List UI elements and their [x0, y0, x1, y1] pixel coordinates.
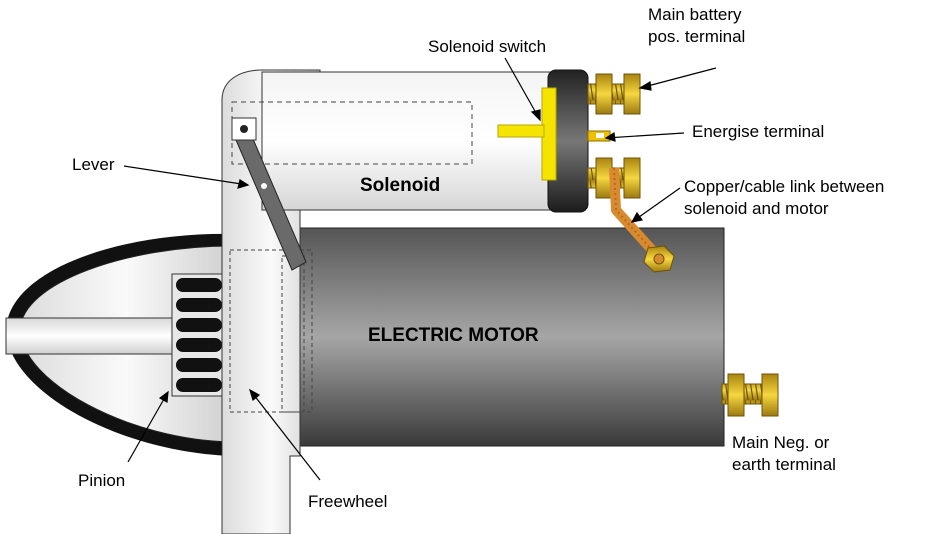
pinion-gear	[171, 273, 223, 397]
leader-lines	[123, 57, 717, 481]
label-solenoid: Solenoid	[360, 175, 440, 196]
freewheel-outline	[229, 249, 313, 413]
solenoid-body	[261, 71, 563, 211]
label-copper-link-line2: solenoid and motor	[684, 199, 829, 218]
label-lever: Lever	[72, 155, 115, 174]
label-freewheel: Freewheel	[308, 492, 387, 511]
motor-terminal-nut	[643, 245, 675, 273]
copper-cable-link	[609, 167, 656, 254]
label-energise-terminal: Energise terminal	[692, 122, 824, 141]
label-solenoid-switch: Solenoid switch	[428, 37, 546, 56]
label-copper-link-line1: Copper/cable link between	[684, 177, 884, 196]
solenoid-plunger-outline	[231, 101, 473, 165]
label-main-neg-line1: Main Neg. or	[732, 433, 830, 452]
label-electric-motor: ELECTRIC MOTOR	[368, 325, 539, 346]
lever	[231, 117, 307, 271]
energise-terminal	[587, 130, 611, 142]
label-pinion: Pinion	[78, 471, 125, 490]
label-main-battery-line2: pos. terminal	[648, 27, 745, 46]
label-main-neg-line2: earth terminal	[732, 455, 836, 474]
label-main-battery-line1: Main battery	[648, 5, 742, 24]
battery-positive-terminal	[587, 73, 641, 115]
negative-earth-terminal	[721, 373, 779, 417]
solenoid-switch-contact	[497, 87, 557, 181]
